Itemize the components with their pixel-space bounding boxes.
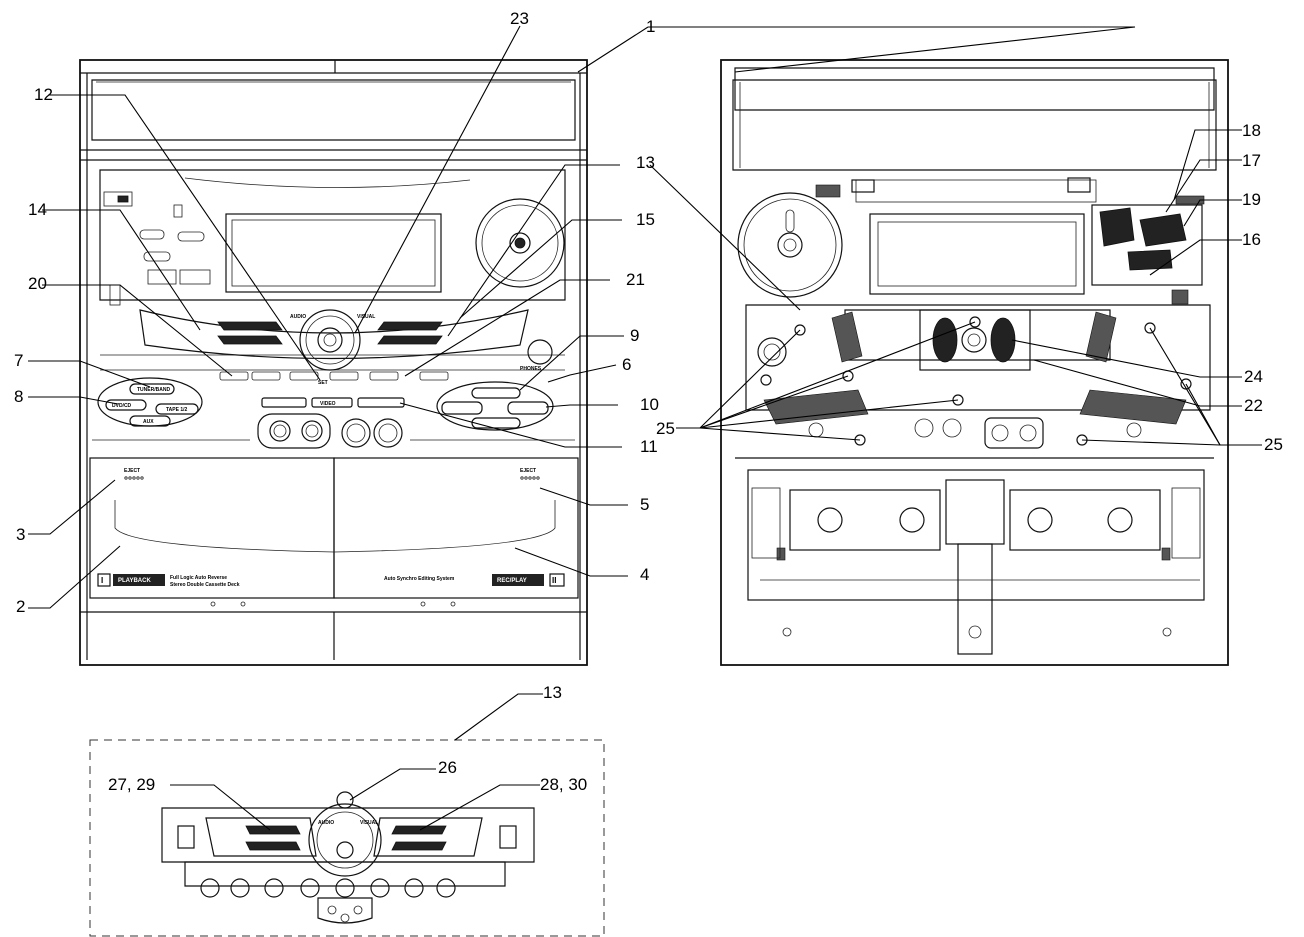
callout-14: 14 (28, 200, 47, 219)
callout-4: 4 (640, 565, 649, 584)
leader-lines (28, 25, 1262, 831)
transport-button-cluster (436, 381, 554, 431)
detail-visual-label: VISUAL (360, 820, 378, 826)
callout-21: 21 (626, 270, 645, 289)
aux-label: AUX (143, 419, 154, 425)
front-panel-view: AUDIO VISUAL SET PHONES TUNER/BAND DVD/C… (79, 59, 588, 666)
visual-label: VISUAL (357, 314, 375, 320)
disc-platter (475, 198, 565, 288)
set-label: SET (318, 380, 328, 386)
detail-inset-frame (89, 739, 605, 937)
rear-display-window (869, 213, 1085, 295)
rear-outer-frame (720, 59, 1229, 666)
callout-1: 1 (646, 17, 655, 36)
video-label: VIDEO (320, 401, 336, 407)
callout-labels: 23 1 12 14 20 7 8 13 15 21 9 6 10 11 3 5… (14, 9, 1283, 794)
cassette-deck-2 (333, 457, 579, 599)
disc-door (91, 79, 576, 141)
callout-10: 10 (640, 395, 659, 414)
callout-24: 24 (1244, 367, 1263, 386)
deck1-caption-2: Stereo Double Cassette Deck (170, 582, 240, 588)
recplay-text: REC/PLAY (497, 578, 527, 584)
callout-26: 26 (438, 758, 457, 777)
display-window (225, 213, 442, 293)
rear-chassis-view (720, 59, 1229, 666)
callout-12: 12 (34, 85, 53, 104)
playback-badge (113, 574, 165, 586)
dvd-cd-label: DVD/CD (112, 403, 132, 409)
deck2-eject-label: EJECT (520, 468, 536, 474)
callout-13-bottom: 13 (543, 683, 562, 702)
callout-23: 23 (510, 9, 529, 28)
callout-6: 6 (622, 355, 631, 374)
callout-27-29: 27, 29 (108, 775, 155, 794)
callout-3: 3 (16, 525, 25, 544)
callout-16: 16 (1242, 230, 1261, 249)
callout-15: 15 (636, 210, 655, 229)
control-board-detail: AUDIO VISUAL (161, 791, 535, 924)
deck1-eject-label: EJECT (124, 468, 140, 474)
callout-25-right: 25 (1264, 435, 1283, 454)
recplay-badge (492, 574, 544, 586)
callout-28-30: 28, 30 (540, 775, 587, 794)
callout-8: 8 (14, 387, 23, 406)
deck2-caption: Auto Synchro Editing System (384, 576, 455, 582)
deck1-caption-1: Full Logic Auto Reverse (170, 575, 227, 581)
callout-5: 5 (640, 495, 649, 514)
callout-7: 7 (14, 351, 23, 370)
deck-two-numeral: II (552, 576, 556, 585)
playback-text: PLAYBACK (118, 578, 151, 584)
callout-2: 2 (16, 597, 25, 616)
tuner-band-label: TUNER/BAND (137, 387, 170, 393)
callout-25-left: 25 (656, 419, 675, 438)
callout-22: 22 (1244, 396, 1263, 415)
tape-label: TAPE 1/2 (166, 407, 188, 413)
deck-one-numeral: I (101, 576, 103, 585)
callout-9: 9 (630, 326, 639, 345)
detail-audio-label: AUDIO (318, 820, 334, 826)
front-outer-frame (79, 59, 588, 666)
rear-disc-platter (737, 192, 843, 298)
phones-jack (527, 339, 553, 365)
callout-11: 11 (640, 437, 658, 456)
volume-knob (299, 309, 361, 371)
callout-17: 17 (1242, 151, 1261, 170)
callout-13-top: 13 (636, 153, 655, 172)
callout-18: 18 (1242, 121, 1261, 140)
callout-20: 20 (28, 274, 47, 293)
phones-label: PHONES (520, 366, 542, 372)
callout-19: 19 (1242, 190, 1261, 209)
audio-label: AUDIO (290, 314, 306, 320)
detail-knob-board (308, 803, 382, 877)
